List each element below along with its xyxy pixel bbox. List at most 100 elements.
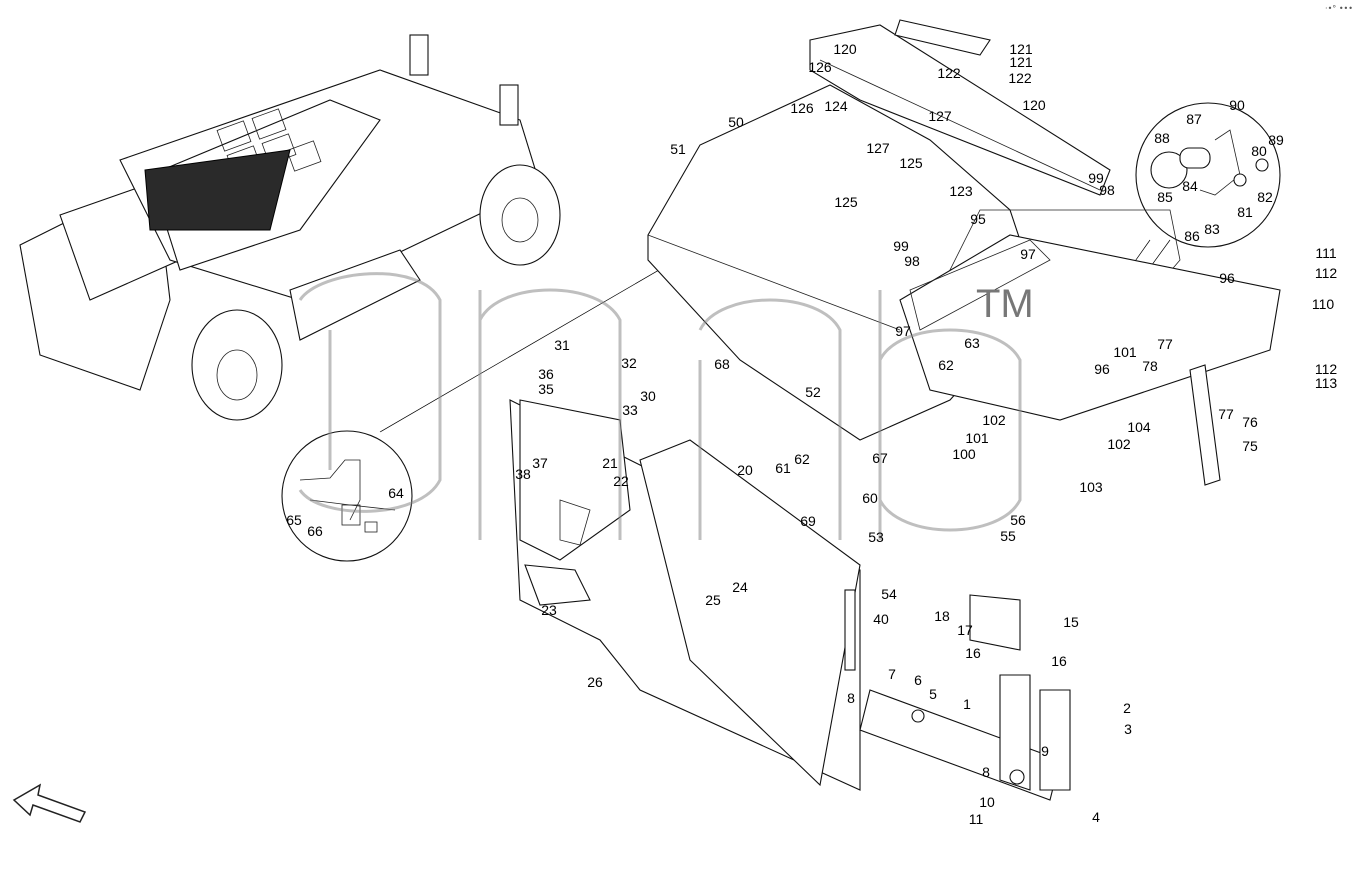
callout-label: 66 (307, 523, 323, 539)
callout-label: 84 (1182, 178, 1198, 194)
callout-label: 61 (775, 460, 791, 476)
callout-label: 80 (1251, 143, 1267, 159)
callout-label: 127 (866, 140, 890, 156)
callout-label: 76 (1242, 414, 1258, 430)
callout-label: 77 (1157, 336, 1173, 352)
callout-label: 121 (1009, 41, 1033, 57)
callout-label: 103 (1079, 479, 1103, 495)
callout-label: 51 (670, 141, 686, 157)
callout-label: 75 (1242, 438, 1258, 454)
callout-label: 37 (532, 455, 548, 471)
watermark-letters (298, 272, 1022, 540)
callout-label: 11 (968, 811, 984, 827)
callout-label: 78 (1142, 358, 1158, 374)
callout-label: 100 (952, 446, 976, 462)
callout-label: 87 (1186, 111, 1202, 127)
callout-label: 113 (1314, 375, 1338, 391)
callout-label: 9 (1041, 743, 1049, 759)
callout-label: 60 (862, 490, 878, 506)
callout-label: 98 (904, 253, 920, 269)
callout-label: 122 (1008, 70, 1032, 86)
callout-label: 7 (888, 666, 896, 682)
callout-label: 62 (938, 357, 954, 373)
callout-label: 95 (970, 211, 986, 227)
callout-label: 25 (705, 592, 721, 608)
callout-label: 54 (881, 586, 897, 602)
callout-label: 125 (899, 155, 923, 171)
callout-label: 52 (805, 384, 821, 400)
callout-label: 38 (515, 466, 531, 482)
callout-label: 102 (982, 412, 1006, 428)
callout-label: 97 (1020, 246, 1036, 262)
callout-label: 98 (1099, 182, 1115, 198)
callout-label: 64 (388, 485, 404, 501)
callout-label: 55 (1000, 528, 1016, 544)
callout-label: 120 (833, 41, 857, 57)
callout-label: 8 (847, 690, 855, 706)
callout-label: 81 (1237, 204, 1253, 220)
callout-label: 31 (554, 337, 570, 353)
callout-label: 96 (1219, 270, 1235, 286)
watermark-tm: TM (976, 282, 1034, 326)
callout-label: 121 (1009, 54, 1033, 70)
callout-label: 22 (613, 473, 629, 489)
callout-label: 67 (872, 450, 888, 466)
callout-label: 20 (737, 462, 753, 478)
callout-label: 89 (1268, 132, 1284, 148)
callout-label: 112 (1314, 265, 1338, 281)
callout-label: 36 (538, 366, 554, 382)
callout-label: 50 (728, 114, 744, 130)
callout-label: 16 (1051, 653, 1067, 669)
callout-label: 65 (286, 512, 302, 528)
callout-label: 62 (794, 451, 810, 467)
callout-label: 104 (1127, 419, 1151, 435)
callout-label: 24 (732, 579, 748, 595)
callout-label: 69 (800, 513, 816, 529)
callout-label: 40 (873, 611, 889, 627)
callout-label: 32 (621, 355, 637, 371)
callout-label: 26 (587, 674, 603, 690)
callout-label: 123 (949, 183, 973, 199)
detail-circle-left (281, 251, 691, 562)
callout-label: 127 (928, 108, 952, 124)
callout-label: 122 (937, 65, 961, 81)
callout-label: 82 (1257, 189, 1273, 205)
callout-label: 56 (1010, 512, 1026, 528)
callout-label: 77 (1218, 406, 1234, 422)
tube-frame (899, 209, 1281, 421)
callout-label: 30 (640, 388, 656, 404)
callout-label: 120 (1022, 97, 1046, 113)
callout-label: 4 (1092, 809, 1100, 825)
callout-label: 83 (1204, 221, 1220, 237)
callout-label: 17 (957, 622, 973, 638)
detail-circle-right (1029, 102, 1281, 413)
callout-label: 99 (893, 238, 909, 254)
strut-75 (1189, 364, 1221, 486)
callout-label: 2 (1123, 700, 1131, 716)
callout-label: 99 (1088, 170, 1104, 186)
callout-label: 110 (1311, 296, 1335, 312)
callout-label: 21 (602, 455, 618, 471)
lower-bracket (859, 594, 1071, 801)
corner-mark: ·•° ••• (1325, 4, 1353, 13)
callout-label: 3 (1124, 721, 1132, 737)
callout-label: 126 (808, 59, 832, 75)
callout-label: 102 (1107, 436, 1131, 452)
callout-label: 18 (934, 608, 950, 624)
callout-label: 6 (914, 672, 922, 688)
callout-label: 101 (965, 430, 989, 446)
callout-label: 63 (964, 335, 980, 351)
callout-label: 23 (541, 602, 557, 618)
callout-label: 85 (1157, 189, 1173, 205)
callout-label: 112 (1314, 361, 1338, 377)
callout-label: 8 (982, 764, 990, 780)
callout-label: 10 (979, 794, 995, 810)
callout-label: 35 (538, 381, 554, 397)
callout-label: 125 (834, 194, 858, 210)
top-rail (809, 19, 1111, 196)
callout-label: 68 (714, 356, 730, 372)
callout-label: 101 (1113, 344, 1137, 360)
callout-label: 16 (965, 645, 981, 661)
callout-label: 96 (1094, 361, 1110, 377)
